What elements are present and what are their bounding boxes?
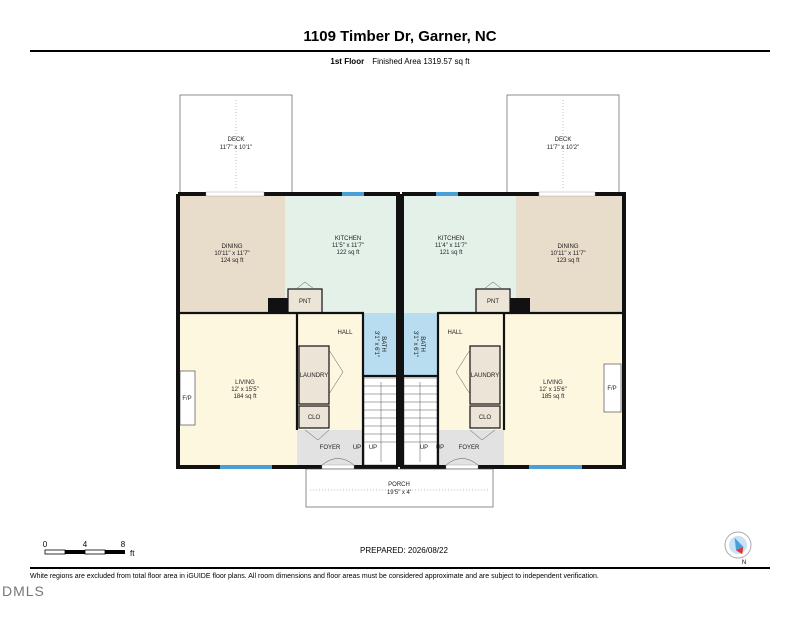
scale-bar: 0 4 8 ft xyxy=(43,540,135,558)
stairs-left xyxy=(363,377,399,466)
hall-left-label: HALL xyxy=(337,330,353,336)
header-divider xyxy=(30,50,770,52)
prepared-date: PREPARED: 2026/08/22 xyxy=(360,546,448,555)
deck-right-name: DECK xyxy=(555,137,572,143)
bath-left-label: BATH 3'1" x 6'1" xyxy=(373,331,386,357)
bath-right xyxy=(404,313,437,375)
bath-right-dims: 3'1" x 6'1" xyxy=(412,331,418,357)
living-left-name: LIVING xyxy=(235,380,255,386)
bath-left-dims: 3'1" x 6'1" xyxy=(373,331,379,357)
dining-right-dims: 10'11" x 11'7" xyxy=(550,251,585,257)
door-swings xyxy=(295,281,503,466)
living-right-name: LIVING xyxy=(543,380,563,386)
scale-tick-8: 8 xyxy=(121,540,126,549)
laundry-left xyxy=(298,345,330,405)
dining-left-name: DINING xyxy=(222,244,243,250)
living-left-dims: 12' x 15'5" xyxy=(231,387,258,393)
scale-tick-4: 4 xyxy=(83,540,88,549)
compass-label: N xyxy=(742,560,746,566)
dining-right xyxy=(516,196,622,313)
living-right-area: 185 sq ft xyxy=(541,394,564,400)
dining-left-dims: 10'11" x 11'7" xyxy=(214,251,249,257)
kitchen-right-area: 121 sq ft xyxy=(439,250,462,256)
floor-summary: 1st Floor Finished Area 1319.57 sq ft xyxy=(0,57,800,66)
dining-right-area: 123 sq ft xyxy=(556,258,579,264)
foyer-right xyxy=(437,430,504,465)
floor-name: 1st Floor xyxy=(330,57,365,66)
wall-block-left xyxy=(268,298,288,313)
wall-block-right xyxy=(510,298,530,313)
closet-left-label: CLO xyxy=(308,415,321,421)
stairs-right xyxy=(403,377,438,466)
dining-left-area: 124 sq ft xyxy=(220,258,243,264)
fireplace-left-label: F/P xyxy=(182,396,191,402)
closet-left xyxy=(298,405,330,429)
stairs-right-up-label: UP xyxy=(420,445,428,451)
pantry-right xyxy=(475,288,511,314)
scale-unit: ft xyxy=(130,549,135,558)
stairs-right-up-label-2: UP xyxy=(436,445,444,451)
foyer-left xyxy=(297,430,363,465)
kitchen-left-dims: 11'5" x 11'7" xyxy=(332,243,364,249)
laundry-right-label: LAUNDRY xyxy=(471,373,500,379)
pantry-left-label: PNT xyxy=(299,299,311,305)
door-openings xyxy=(205,191,596,470)
kitchen-left-name: KITCHEN xyxy=(335,236,361,242)
fireplace-right-label: F/P xyxy=(607,386,616,392)
mls-watermark: DMLS xyxy=(2,583,45,599)
kitchen-left-area: 122 sq ft xyxy=(336,250,359,256)
page-title: 1109 Timber Dr, Garner, NC xyxy=(303,28,497,45)
compass-icon: N xyxy=(724,531,752,566)
dining-left xyxy=(180,196,285,313)
closet-right-label: CLO xyxy=(479,415,492,421)
foyer-right-label: FOYER xyxy=(459,445,480,451)
scale-tick-0: 0 xyxy=(43,540,48,549)
dining-right-name: DINING xyxy=(558,244,579,250)
deck-left-dims: 11'7" x 10'1" xyxy=(220,145,252,151)
porch-dims: 19'5" x 4' xyxy=(387,490,411,496)
deck-left-name: DECK xyxy=(228,137,245,143)
stairs-left-up-label: UP xyxy=(353,445,361,451)
porch-name: PORCH xyxy=(388,482,410,488)
bath-right-name: BATH xyxy=(419,336,425,352)
kitchen-right-dims: 11'4" x 11'7" xyxy=(435,243,467,249)
deck-left xyxy=(179,94,293,194)
living-left xyxy=(180,313,297,465)
stairs-left-up-label-2: UP xyxy=(369,445,377,451)
foyer-left-label: FOYER xyxy=(320,445,341,451)
windows xyxy=(220,192,582,469)
bath-left xyxy=(364,313,398,375)
kitchen-right-name: KITCHEN xyxy=(438,236,464,242)
living-left-area: 184 sq ft xyxy=(233,394,256,400)
bath-left-name: BATH xyxy=(380,336,386,352)
closet-right xyxy=(469,405,501,429)
floor-area: Finished Area 1319.57 sq ft xyxy=(372,57,470,66)
fireplace-right xyxy=(603,363,622,413)
laundry-left-label: LAUNDRY xyxy=(300,373,329,379)
deck-right-dims: 11'7" x 10'2" xyxy=(547,145,579,151)
disclaimer: White regions are excluded from total fl… xyxy=(30,573,599,580)
living-right-dims: 12' x 15'6" xyxy=(539,387,566,393)
hall-right-label: HALL xyxy=(447,330,463,336)
living-right xyxy=(504,313,622,465)
laundry-right xyxy=(469,345,501,405)
bath-right-label: BATH 3'1" x 6'1" xyxy=(412,331,425,357)
pantry-right-label: PNT xyxy=(487,299,499,305)
footer-divider xyxy=(30,567,770,569)
porch xyxy=(305,468,494,508)
